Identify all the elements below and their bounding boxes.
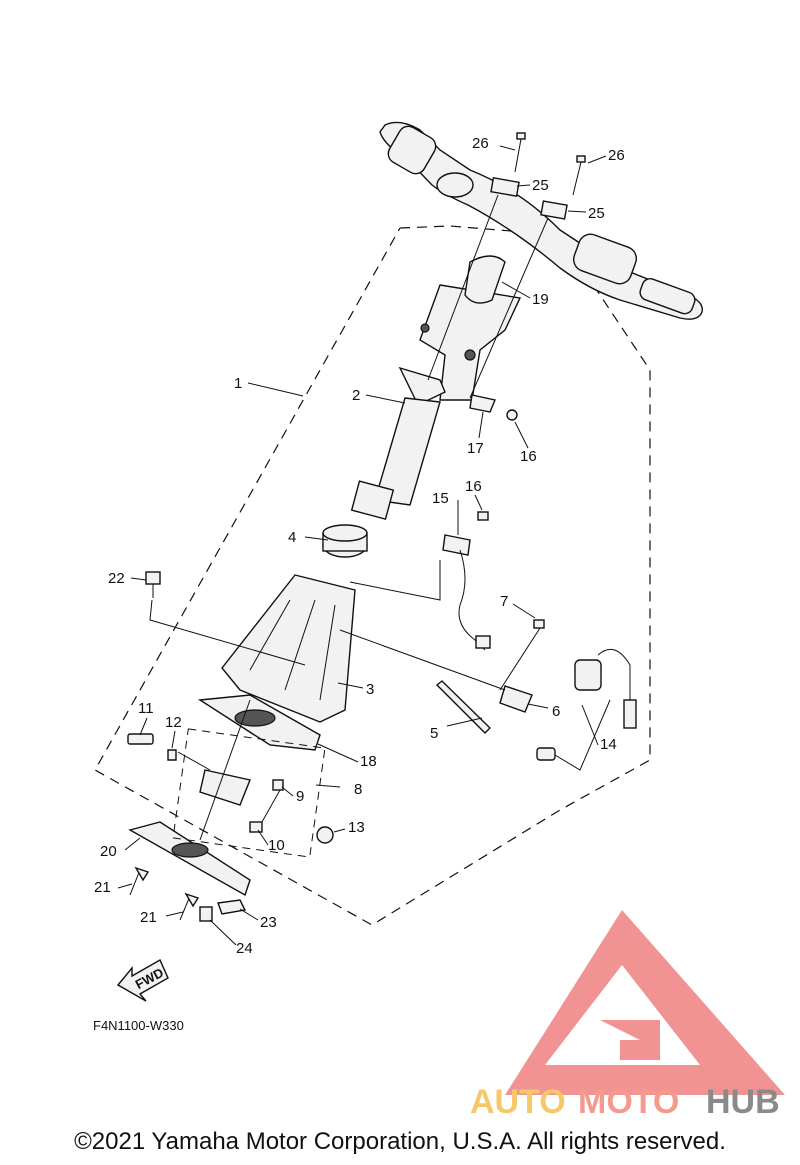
logo-hub: HUB [706, 1083, 780, 1121]
callout-12: 12 [165, 714, 182, 731]
callout-11: 11 [138, 700, 154, 717]
callout-19: 19 [532, 291, 549, 308]
callout-17: 17 [467, 440, 484, 457]
callout-2: 2 [352, 387, 360, 404]
assembly-boundary [94, 225, 651, 926]
bracket-8-assembly [127, 733, 334, 844]
clip-23 [217, 899, 247, 915]
cable-tie-5 [435, 680, 491, 734]
callout-10: 10 [268, 837, 285, 854]
holder-6 [499, 685, 533, 713]
callout-21-b: 21 [140, 909, 157, 926]
harness-14 [536, 648, 637, 761]
steering-column [350, 255, 522, 521]
screw-16-lower [477, 511, 489, 521]
callout-20: 20 [100, 843, 117, 860]
anchor-21-a [129, 866, 150, 896]
copyright-notice: ©2021 Yamaha Motor Corporation, U.S.A. A… [74, 1128, 726, 1155]
bearing-4 [322, 524, 368, 558]
callout-13: 13 [348, 819, 365, 836]
leader-lines [117, 145, 607, 946]
callout-26-left: 26 [472, 135, 489, 152]
logo-triangle [505, 910, 785, 1095]
callout-22: 22 [108, 570, 125, 587]
switch-15 [442, 534, 491, 651]
logo-auto: AUTO [470, 1083, 566, 1121]
callout-15: 15 [432, 490, 449, 507]
callout-labels: 1 2 3 4 5 6 7 8 9 10 11 12 13 14 15 16 1… [94, 135, 625, 957]
anchor-21-b [179, 892, 200, 921]
callout-24: 24 [236, 940, 253, 957]
callout-16-upper: 16 [520, 448, 537, 465]
clamp-25-right [540, 200, 568, 220]
plate-20 [128, 821, 251, 897]
logo-moto: MOTO [578, 1083, 679, 1121]
bolt-22 [145, 571, 161, 598]
callout-7: 7 [500, 593, 508, 610]
callout-9: 9 [296, 788, 304, 805]
callout-8: 8 [354, 781, 362, 798]
bolt-26-left [514, 132, 526, 173]
callout-1: 1 [234, 375, 242, 392]
housing-3 [221, 574, 356, 723]
automotohub-logo: AUTO MOTO HUB [470, 910, 785, 1121]
clamp-25-left [490, 177, 520, 197]
screw-7 [533, 619, 545, 629]
bolt-26-right [572, 155, 586, 196]
callout-25-left: 25 [532, 177, 549, 194]
callout-5: 5 [430, 725, 438, 742]
callout-18: 18 [360, 753, 377, 770]
handlebar-assembly [379, 121, 704, 320]
bracket-17 [469, 394, 496, 413]
bolt-24 [199, 906, 213, 922]
callout-26-right: 26 [608, 147, 625, 164]
guide-lines [149, 194, 611, 858]
callout-23: 23 [260, 914, 277, 931]
callout-4: 4 [288, 529, 296, 546]
callout-14: 14 [600, 736, 617, 753]
callout-16-lower: 16 [465, 478, 482, 495]
fwd-arrow-icon: FWD [116, 959, 169, 1002]
callout-6: 6 [552, 703, 560, 720]
callout-25-right: 25 [588, 205, 605, 222]
callout-3: 3 [366, 681, 374, 698]
screw-16-upper [506, 409, 518, 421]
diagram-code: F4N1100-W330 [93, 1018, 184, 1033]
callout-21-a: 21 [94, 879, 111, 896]
